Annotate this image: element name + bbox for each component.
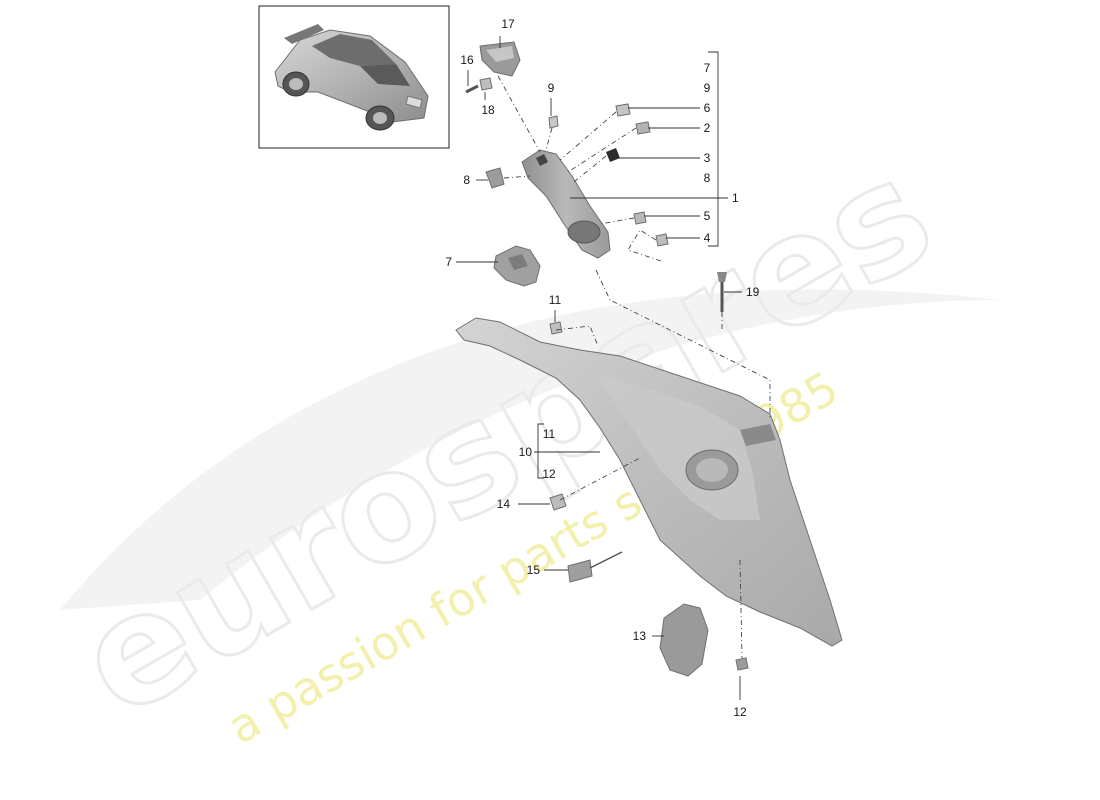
part-7-slot — [508, 254, 528, 270]
part-15-cable — [589, 551, 623, 569]
part-1-pillar-trim — [521, 149, 611, 259]
part-15-strap — [567, 559, 593, 583]
part-1-seatbelt-opening — [567, 220, 601, 244]
part-5-clip — [633, 211, 647, 225]
part-17-highlight — [486, 46, 514, 62]
car-windshield — [360, 64, 410, 86]
callout-14: 14 — [497, 497, 511, 511]
callout-13: 13 — [633, 629, 647, 643]
part-1-mount — [536, 154, 548, 166]
callout-15: 15 — [527, 563, 541, 577]
part-9-screw — [548, 115, 559, 129]
callout-7: 7 — [445, 255, 452, 269]
callout-12-group: 12 — [542, 467, 556, 481]
assembly-lines — [497, 75, 771, 659]
part-10-speaker-ring — [696, 458, 728, 482]
part-14-clip — [549, 493, 567, 511]
car-rim-rear — [289, 78, 303, 90]
car-thumbnail — [258, 5, 450, 149]
callout-8: 8 — [463, 173, 470, 187]
car-roof — [312, 34, 396, 66]
callout-5: 5 — [704, 209, 711, 223]
parts — [455, 41, 843, 677]
callout-8-group: 8 — [704, 171, 711, 185]
callout-17: 17 — [501, 17, 515, 31]
car-rear-wing — [284, 24, 324, 44]
part-12-clip — [735, 657, 749, 671]
callout-11-group: 11 — [543, 427, 556, 441]
callout-11-upper: 11 — [549, 293, 562, 307]
part-8-clip — [485, 167, 505, 189]
car-rim-front — [373, 112, 387, 124]
watermark-brand: eurospares — [51, 126, 959, 751]
callout-4: 4 — [704, 231, 711, 245]
callout-18: 18 — [481, 103, 495, 117]
part-13-cover — [659, 603, 709, 677]
callout-16: 16 — [460, 53, 474, 67]
callout-9-upper: 9 — [548, 81, 555, 95]
callout-1: 1 — [732, 191, 739, 205]
callout-2: 2 — [704, 121, 711, 135]
callout-9-group: 9 — [704, 81, 711, 95]
part-10-quarter-trim — [455, 317, 843, 647]
part-10-upper-bracket — [740, 424, 776, 446]
watermark: eurospares a passion for parts since 198… — [50, 125, 1000, 755]
callouts: 17 16 18 9 7 9 6 2 3 8 1 5 4 8 7 19 11 1… — [445, 17, 759, 719]
part-2-clip — [635, 121, 651, 135]
leader-lines — [456, 36, 742, 700]
car-headlight — [405, 95, 423, 109]
callout-6: 6 — [704, 101, 711, 115]
part-6-clip — [615, 103, 631, 117]
car-illustration — [274, 24, 429, 131]
callout-10: 10 — [519, 445, 533, 459]
part-11-clip — [549, 321, 563, 335]
callout-3: 3 — [704, 151, 711, 165]
callout-19: 19 — [746, 285, 760, 299]
callout-7-group: 7 — [704, 61, 711, 75]
part-18-clip — [479, 77, 493, 91]
part-19-bolt-head — [717, 272, 727, 282]
part-4-clip — [655, 233, 669, 247]
part-3-pad — [606, 148, 620, 162]
part-16-screw — [465, 84, 479, 94]
callout-12: 12 — [733, 705, 747, 719]
